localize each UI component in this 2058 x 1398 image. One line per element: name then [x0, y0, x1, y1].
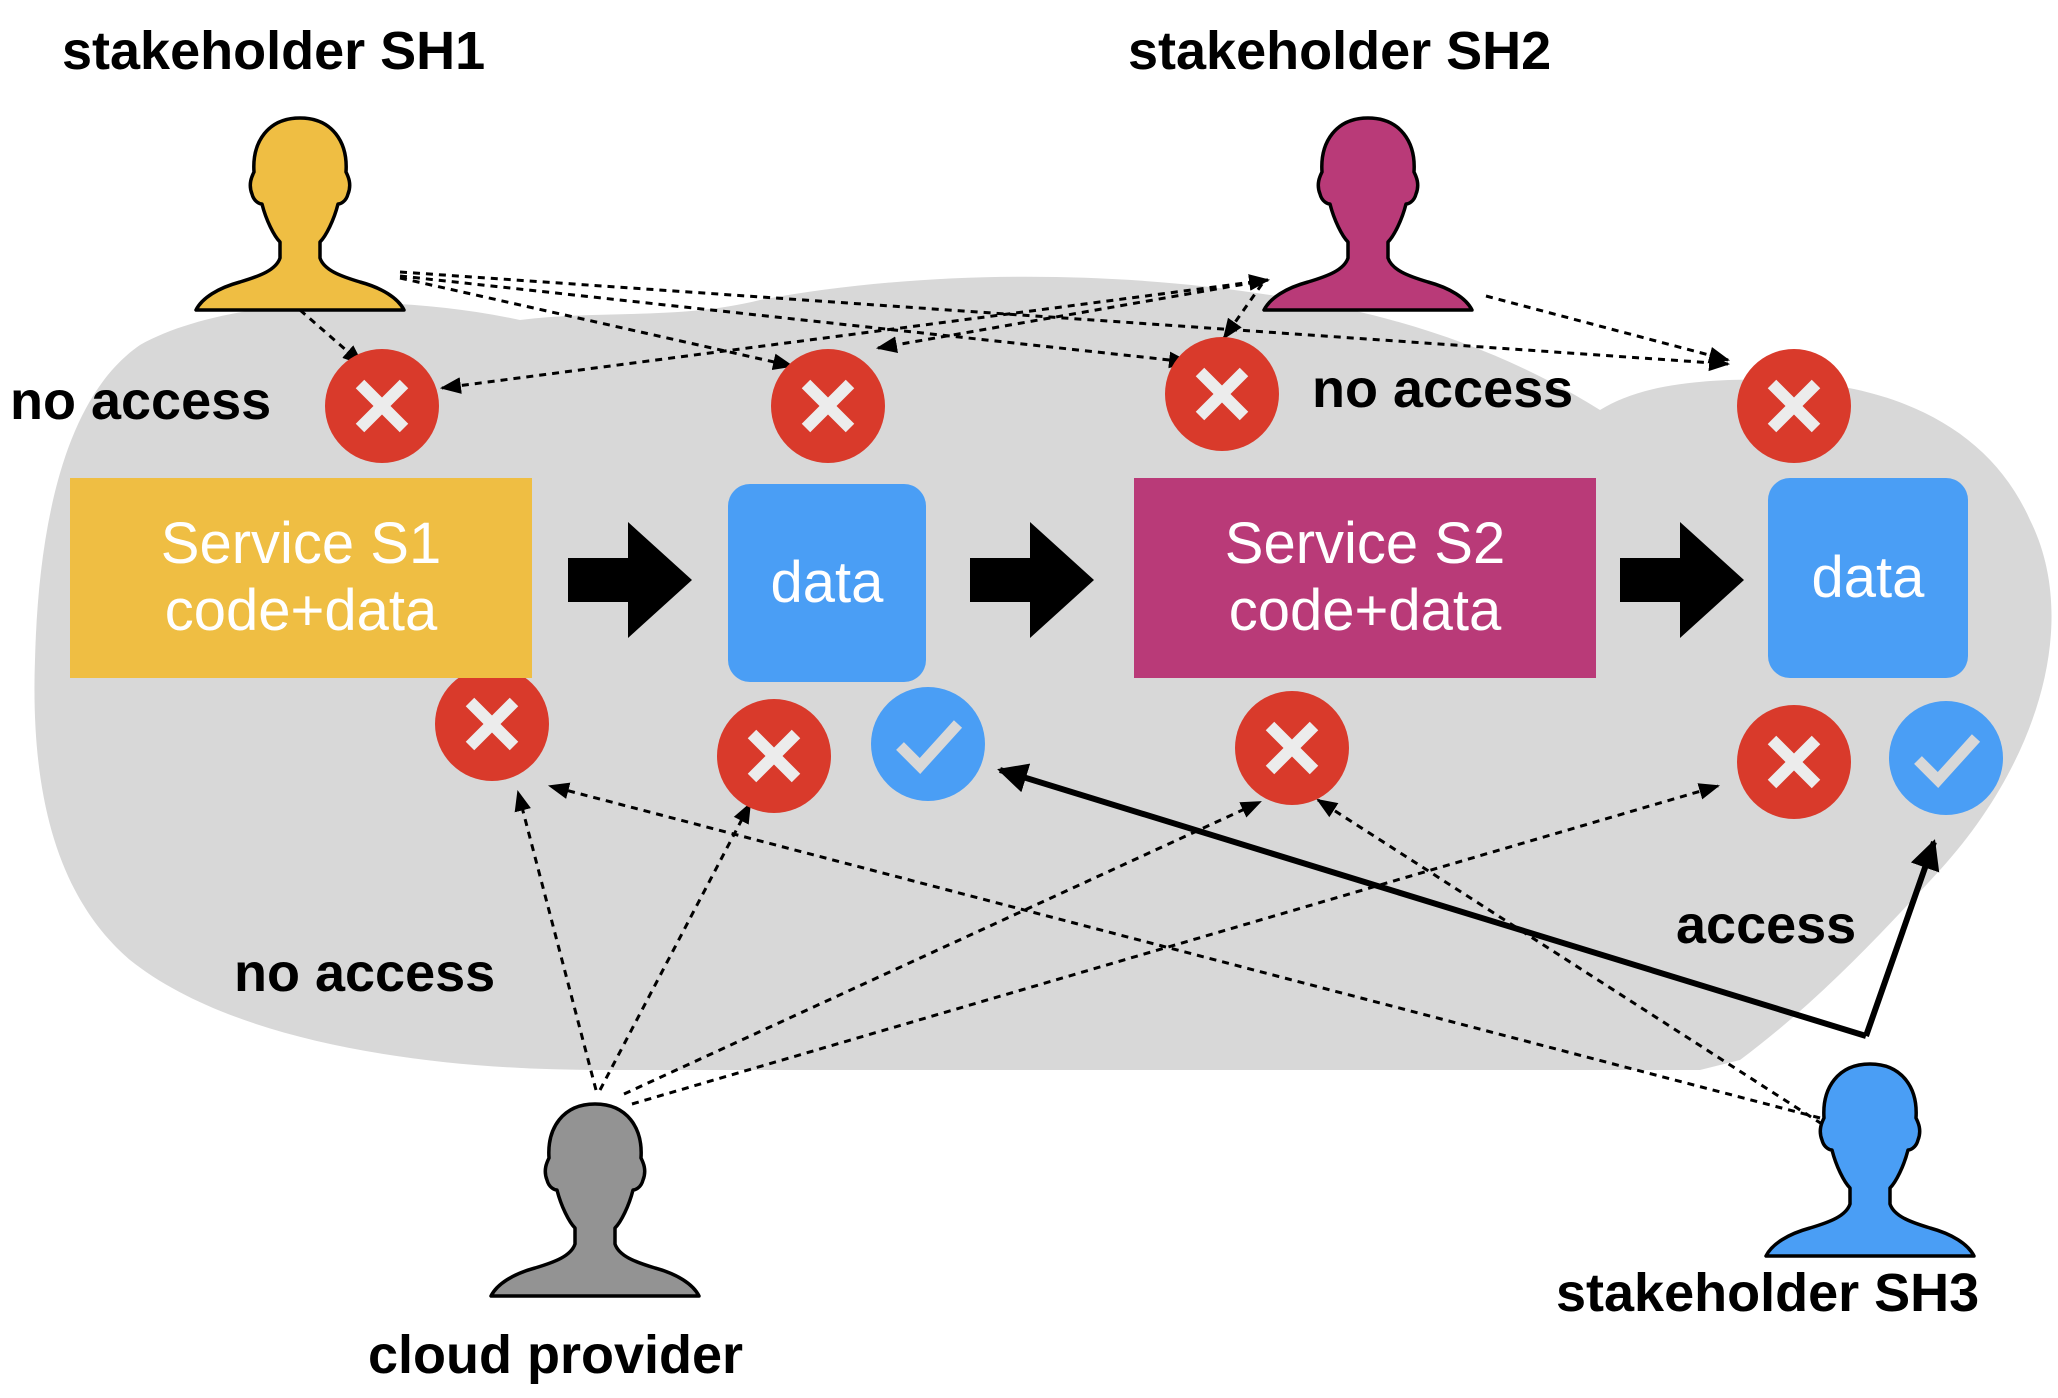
check-icon: [1889, 701, 2003, 815]
cross-icon: [325, 349, 439, 463]
cross-icon: [1235, 691, 1349, 805]
dashed-arrow: [299, 308, 364, 366]
cloud-provider-label: cloud provider: [368, 1325, 744, 1385]
dashed-arrow: [1222, 283, 1264, 340]
no-access-label-left: no access: [10, 371, 272, 431]
service-s2-subtitle: code+data: [1228, 578, 1502, 643]
cross-icon: [717, 699, 831, 813]
person-icon: [1764, 1062, 1976, 1258]
data-box-1-label: data: [770, 549, 884, 615]
flow-arrow-icon: [568, 522, 692, 638]
data-box-2: data: [1768, 478, 1968, 678]
flow-arrow-icon: [970, 522, 1094, 638]
service-s1-title: Service S1: [160, 511, 442, 577]
no-access-label-middle: no access: [1312, 359, 1574, 419]
flow-arrow-icon: [1620, 522, 1744, 638]
cross-icon: [1737, 705, 1851, 819]
data-box-1: data: [728, 484, 926, 682]
dashed-arrow: [631, 783, 1721, 1106]
person-icon: [1262, 116, 1474, 312]
cross-icon: [1737, 349, 1851, 463]
dashed-access-lines: [299, 270, 1823, 1126]
cross-icon: [435, 667, 549, 781]
cross-icon: [771, 349, 885, 463]
stakeholder-sh1-label: stakeholder SH1: [62, 21, 486, 81]
flow-arrows: [568, 522, 1744, 638]
dashed-arrow: [547, 782, 1821, 1120]
dashed-arrow: [875, 278, 1269, 354]
data-box-2-label: data: [1811, 544, 1925, 610]
access-arrow: [1863, 839, 1940, 1037]
dashed-arrow: [598, 802, 752, 1091]
person-icon: [194, 116, 406, 312]
access-label: access: [1676, 895, 1857, 955]
check-icon: [871, 687, 985, 801]
access-arrow: [997, 763, 1867, 1039]
granted-access-lines: [997, 763, 1940, 1039]
dashed-arrow: [1316, 798, 1823, 1126]
dashed-arrow: [1485, 294, 1731, 364]
service-s2-box: Service S2 code+data: [1134, 478, 1596, 678]
stakeholder-sh2-label: stakeholder SH2: [1128, 21, 1552, 81]
access-markers: [325, 337, 2003, 819]
service-s2-title: Service S2: [1224, 511, 1506, 577]
service-s1-box: Service S1 code+data: [70, 478, 532, 678]
stakeholder-sh3-label: stakeholder SH3: [1556, 1263, 1980, 1323]
dashed-arrow: [439, 274, 1271, 394]
person-icon: [489, 1102, 701, 1298]
service-s1-subtitle: code+data: [164, 578, 438, 643]
cross-icon: [1165, 337, 1279, 451]
no-access-label-bottom: no access: [234, 943, 496, 1003]
